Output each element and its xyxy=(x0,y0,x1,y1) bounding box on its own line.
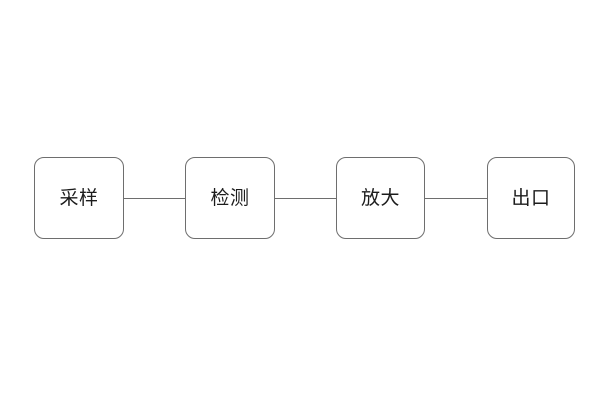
flow-node-outlet-label: 出口 xyxy=(511,186,551,209)
flow-node-outlet[interactable]: 出口 xyxy=(487,157,575,239)
flow-node-amplify-label: 放大 xyxy=(360,186,400,209)
connector-amplify-to-outlet xyxy=(425,198,487,199)
flow-node-sampling[interactable]: 采样 xyxy=(34,157,124,239)
flow-node-detection-label: 检测 xyxy=(210,186,250,209)
flow-node-detection[interactable]: 检测 xyxy=(185,157,275,239)
flow-node-amplify[interactable]: 放大 xyxy=(336,157,425,239)
flow-node-sampling-label: 采样 xyxy=(59,186,99,209)
connector-sampling-to-detection xyxy=(124,198,185,199)
connector-detection-to-amplify xyxy=(275,198,336,199)
